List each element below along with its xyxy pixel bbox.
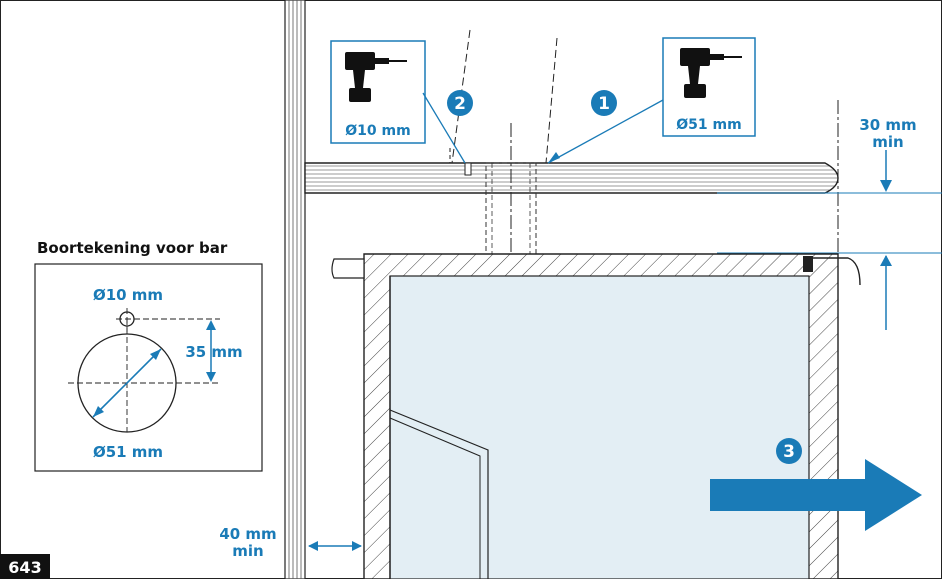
drill-icon	[345, 52, 407, 102]
top-dim-unit: min	[872, 133, 903, 151]
drilling-template: Boortekening voor bar Ø10 mm 35 mm Ø51 m…	[34, 239, 263, 472]
guide-line	[449, 148, 468, 164]
step-badge-3: 3	[776, 438, 802, 464]
drill-box-left: Ø10 mm	[330, 40, 426, 144]
drill-right-label: Ø51 mm	[676, 117, 741, 133]
svg-text:643: 643	[8, 558, 41, 577]
drawing-title: Boortekening voor bar	[37, 239, 228, 257]
step-badge-2: 2	[447, 90, 473, 116]
drill-icon	[680, 48, 742, 98]
svg-text:2: 2	[454, 94, 466, 114]
top-clearance-dimension: 30 mm min	[859, 116, 917, 330]
countertop	[304, 162, 839, 194]
top-dim-value: 30 mm	[859, 116, 916, 134]
svg-text:3: 3	[783, 442, 795, 462]
wall-pillar	[284, 0, 306, 579]
drawing-large-hole-label: Ø51 mm	[93, 443, 163, 461]
guide-line	[545, 37, 558, 164]
diameter-arrow	[92, 348, 162, 418]
leader-line	[547, 99, 664, 164]
side-clearance-dimension: 40 mm min	[219, 525, 362, 560]
side-dim-value: 40 mm	[219, 525, 276, 543]
leader-arrowhead	[548, 152, 560, 163]
drill-box-right: Ø51 mm	[662, 37, 756, 137]
drawing-small-hole-label: Ø10 mm	[93, 286, 163, 304]
leader-line	[422, 92, 466, 164]
drawing-spacing-label: 35 mm	[185, 343, 242, 361]
drill-left-label: Ø10 mm	[345, 123, 410, 139]
step-badge-1: 1	[591, 90, 617, 116]
side-dim-unit: min	[232, 542, 263, 560]
svg-text:1: 1	[598, 94, 610, 114]
arrow-right-icon	[710, 459, 922, 531]
appliance-cabinet	[331, 253, 861, 579]
figure-number: 643	[0, 554, 50, 579]
